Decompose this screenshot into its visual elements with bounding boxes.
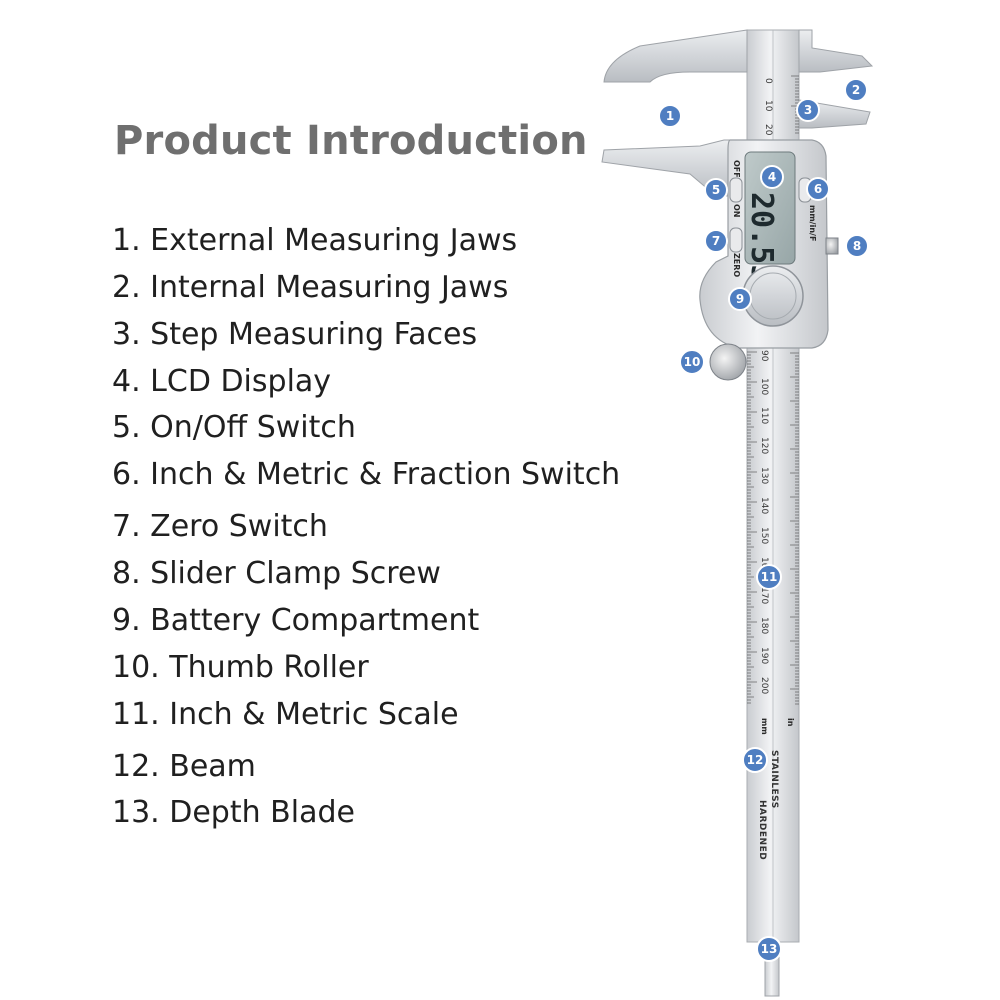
- scale-tick-label: 170: [759, 587, 769, 604]
- list-item: 2. Internal Measuring Jaws: [112, 270, 509, 305]
- svg-text:5: 5: [712, 183, 720, 197]
- scale-tick-label: 190: [759, 647, 769, 664]
- svg-text:11: 11: [761, 570, 778, 584]
- marker-7: 7: [704, 229, 728, 253]
- list-item: 6. Inch & Metric & Fraction Switch: [112, 457, 621, 492]
- list-item: 5. On/Off Switch: [112, 410, 356, 445]
- list-item: 12. Beam: [112, 749, 256, 784]
- scale-tick-label: 200: [759, 677, 769, 694]
- scale-tick-label: 10: [763, 100, 773, 112]
- scale-tick-label: 120: [759, 437, 769, 454]
- marker-5: 5: [704, 178, 728, 202]
- scale-tick-label: 180: [759, 617, 769, 634]
- svg-text:3: 3: [804, 103, 812, 117]
- scale-tick-label: 20: [763, 124, 773, 136]
- on-label: ON: [732, 204, 741, 218]
- list-item: 1. External Measuring Jaws: [112, 223, 518, 258]
- marker-10: 10: [679, 349, 705, 375]
- svg-text:12: 12: [747, 753, 764, 767]
- in-label: in: [786, 718, 795, 727]
- hardened-label: HARDENED: [757, 800, 767, 860]
- mm-label: mm: [760, 718, 769, 735]
- marker-6: 6: [806, 177, 830, 201]
- mode-label: mm/in/F: [808, 205, 817, 241]
- list-item: 8. Slider Clamp Screw: [112, 556, 441, 591]
- marker-3: 3: [796, 98, 820, 122]
- svg-text:4: 4: [768, 170, 776, 184]
- clamp-screw[interactable]: [825, 237, 839, 255]
- svg-text:8: 8: [853, 239, 861, 253]
- list-item: 13. Depth Blade: [112, 795, 355, 830]
- svg-text:1: 1: [666, 109, 674, 123]
- marker-8: 8: [845, 234, 869, 258]
- thumb-roller[interactable]: [709, 343, 747, 381]
- marker-11: 11: [756, 564, 782, 590]
- scale-tick-label: 110: [759, 407, 769, 424]
- list-item: 9. Battery Compartment: [112, 603, 480, 638]
- scale-tick-label: 130: [759, 467, 769, 484]
- list-item: 3. Step Measuring Faces: [112, 317, 478, 352]
- svg-text:9: 9: [736, 292, 744, 306]
- marker-1: 1: [658, 104, 682, 128]
- internal-jaw-fixed: [798, 29, 874, 73]
- list-item: 11. Inch & Metric Scale: [112, 697, 459, 732]
- marker-13: 13: [756, 936, 782, 962]
- stainless-label: STAINLESS: [769, 750, 779, 809]
- battery-compartment: [742, 265, 804, 327]
- marker-9: 9: [728, 287, 752, 311]
- marker-2: 2: [844, 78, 868, 102]
- zero-button[interactable]: [729, 227, 743, 253]
- svg-text:13: 13: [761, 942, 778, 956]
- svg-text:10: 10: [684, 355, 701, 369]
- external-jaw-upper: [603, 29, 748, 83]
- page-title: Product Introduction: [114, 118, 588, 164]
- svg-text:7: 7: [712, 234, 720, 248]
- scale-tick-label: 140: [759, 497, 769, 514]
- list-item: 4. LCD Display: [112, 364, 332, 399]
- svg-text:2: 2: [852, 83, 860, 97]
- on-off-button[interactable]: [729, 177, 743, 203]
- list-item: 7. Zero Switch: [112, 509, 328, 544]
- scale-tick-label: 100: [759, 378, 769, 395]
- scale-tick-label: 0: [763, 78, 773, 84]
- svg-text:6: 6: [814, 182, 822, 196]
- scale-tick-label: 90: [759, 350, 769, 362]
- scale-ticks: [747, 75, 799, 705]
- marker-12: 12: [742, 747, 768, 773]
- off-label: OFF: [732, 160, 741, 178]
- scale-tick-label: 150: [759, 527, 769, 544]
- marker-4: 4: [760, 165, 784, 189]
- list-item: 10. Thumb Roller: [112, 650, 369, 685]
- zero-label: ZERO: [732, 253, 741, 277]
